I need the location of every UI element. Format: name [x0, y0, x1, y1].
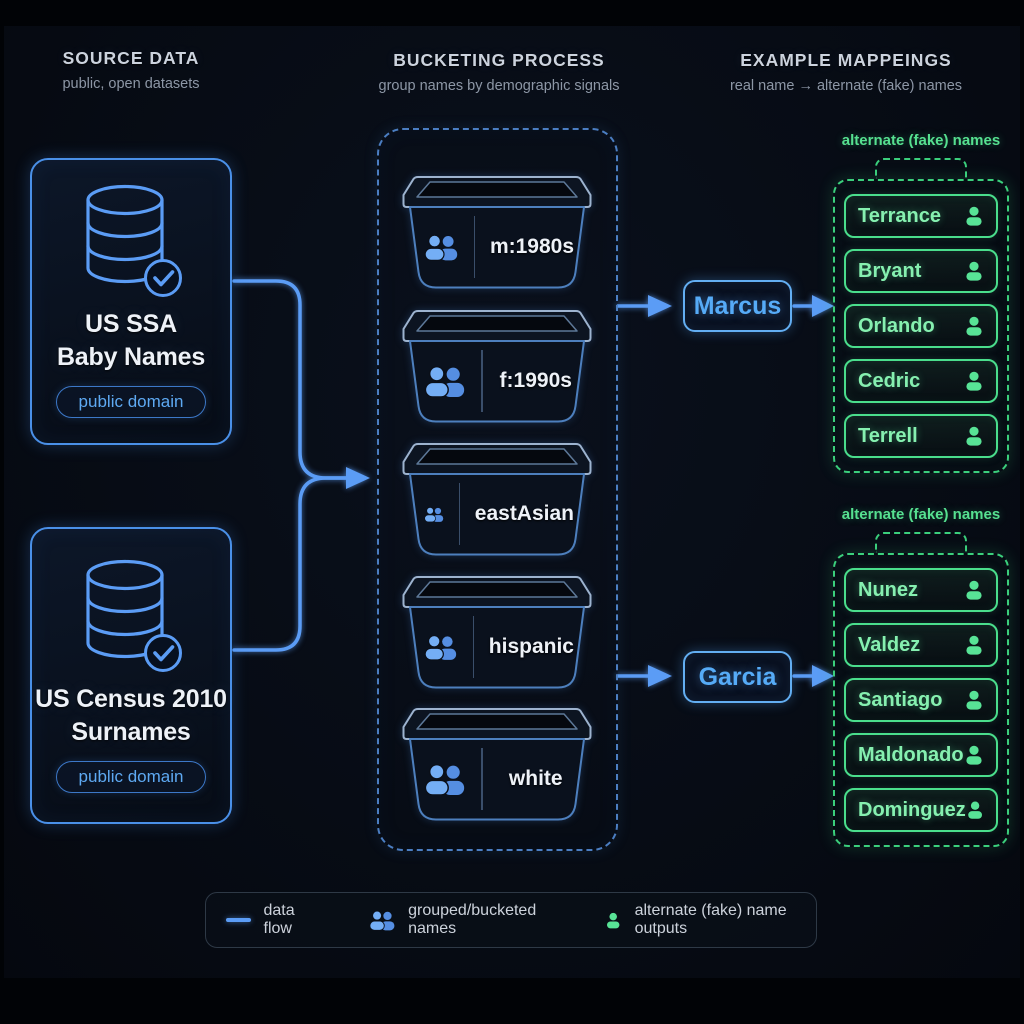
- bucket-content: m:1980s: [424, 216, 574, 278]
- bucket-f1990s: f:1990s: [402, 308, 592, 424]
- fake-name-label: Santiago: [858, 688, 943, 711]
- bucketing-column-header: BUCKETING PROCESS group names by demogra…: [368, 50, 630, 94]
- data-flow-line-icon: [226, 917, 251, 923]
- fake-name-label: Nunez: [858, 578, 918, 601]
- fake-names-dashed-box: Terrance Bryant Orlando Cedric Terrell: [833, 179, 1009, 473]
- real-name-label: Marcus: [693, 291, 782, 320]
- fake-names-group-label: alternate (fake) names: [841, 132, 1001, 149]
- bucket-eastasian: eastAsian: [402, 441, 592, 557]
- bucket-content: eastAsian: [424, 483, 574, 545]
- fake-name-pill: Bryant: [844, 249, 998, 293]
- person-icon: [605, 910, 621, 931]
- fake-name-pill: Dominguez: [844, 788, 998, 832]
- bucket-divider: [459, 483, 460, 545]
- bucket-label: m:1980s: [489, 235, 574, 258]
- fake-names-group-marcus: alternate (fake) names Terrance Bryant O…: [833, 132, 1009, 473]
- legend-label: alternate (fake) name outputs: [634, 902, 787, 937]
- person-icon: [964, 261, 984, 281]
- source-column-title: SOURCE DATA: [62, 48, 200, 68]
- dashed-bracket: [875, 158, 967, 179]
- real-name-label: Garcia: [698, 662, 777, 691]
- person-icon: [964, 635, 984, 655]
- grouped-people-icon: [424, 764, 466, 795]
- mappings-column-header: EXAMPLE MAPPEINGS real name → alternate …: [714, 50, 978, 94]
- fake-names-group-label: alternate (fake) names: [841, 506, 1001, 523]
- bucket-label: eastAsian: [474, 502, 574, 525]
- person-icon: [964, 580, 984, 600]
- fake-names-group-garcia: alternate (fake) names Nunez Valdez Sant…: [833, 506, 1009, 847]
- fake-name-pill: Cedric: [844, 359, 998, 403]
- bucket-content: hispanic: [424, 616, 574, 678]
- real-name-node-marcus: Marcus: [683, 280, 792, 332]
- legend-item-data-flow: data flow: [226, 902, 313, 938]
- source-column-subtitle: public, open datasets: [62, 76, 200, 92]
- grouped-people-icon: [424, 366, 466, 397]
- public-domain-badge: public domain: [55, 761, 207, 793]
- bucketing-column-subtitle: group names by demographic signals: [378, 78, 620, 94]
- bucket-m1980s: m:1980s: [402, 174, 592, 290]
- bucket-label: hispanic: [488, 635, 574, 658]
- source-card-title: US Census 2010 Surnames: [35, 683, 227, 748]
- mappings-column-subtitle: real name → alternate (fake) names: [729, 78, 963, 94]
- bucket-divider: [472, 616, 474, 678]
- fake-name-label: Terrell: [858, 424, 918, 447]
- bucket-hispanic: hispanic: [402, 574, 592, 690]
- grouped-people-icon: [424, 632, 458, 663]
- database-check-icon: [79, 180, 183, 302]
- source-card-title: US SSA Baby Names: [57, 308, 205, 373]
- bucketing-dashed-container: [377, 128, 618, 851]
- bucket-label: white: [508, 767, 563, 790]
- fake-name-label: Dominguez: [858, 798, 966, 821]
- bucket-label: f:1990s: [499, 369, 572, 392]
- grouped-people-icon: [424, 499, 444, 530]
- fake-name-label: Terrance: [858, 204, 942, 227]
- person-icon: [964, 316, 984, 336]
- person-icon: [964, 371, 984, 391]
- source-card-title-line2: Surnames: [71, 717, 191, 746]
- source-card-title-line2: Baby Names: [56, 342, 206, 371]
- legend-item-fake-outputs: alternate (fake) name outputs: [605, 902, 798, 938]
- fake-names-dashed-box: Nunez Valdez Santiago Maldonado Domingue…: [833, 553, 1009, 847]
- fake-name-label: Orlando: [858, 314, 935, 337]
- person-icon: [964, 690, 984, 710]
- bucket-content: white: [424, 748, 574, 810]
- fake-name-label: Maldonado: [858, 743, 964, 766]
- source-card-title-line1: US SSA: [85, 310, 177, 338]
- legend: data flow grouped/bucketed names alterna…: [205, 892, 817, 948]
- fake-name-label: Cedric: [858, 369, 921, 392]
- bucket-divider: [481, 350, 483, 412]
- real-name-node-garcia: Garcia: [683, 651, 792, 703]
- source-card-baby-names: US SSA Baby Names public domain: [30, 158, 232, 445]
- fake-name-pill: Nunez: [844, 568, 998, 612]
- fake-name-pill: Valdez: [844, 623, 998, 667]
- person-icon: [964, 206, 984, 226]
- bucket-divider: [481, 748, 483, 810]
- fake-name-pill: Maldonado: [844, 733, 998, 777]
- fake-name-label: Bryant: [858, 259, 922, 282]
- bucket-content: f:1990s: [424, 350, 574, 412]
- source-card-census-surnames: US Census 2010 Surnames public domain: [30, 527, 232, 824]
- dashed-bracket: [875, 532, 967, 553]
- public-domain-badge: public domain: [55, 386, 207, 418]
- fake-name-pill: Orlando: [844, 304, 998, 348]
- fake-name-pill: Santiago: [844, 678, 998, 722]
- bucket-divider: [473, 216, 475, 278]
- fake-name-pill: Terrell: [844, 414, 998, 458]
- database-check-icon: [79, 555, 183, 677]
- legend-label: data flow: [263, 902, 295, 937]
- legend-label: grouped/bucketed names: [408, 902, 537, 937]
- grouped-people-icon: [369, 908, 396, 933]
- legend-item-grouped-names: grouped/bucketed names: [369, 902, 550, 938]
- source-card-title-line1: US Census 2010: [35, 685, 227, 713]
- bucket-white: white: [402, 706, 592, 822]
- fake-name-pill: Terrance: [844, 194, 998, 238]
- grouped-people-icon: [424, 232, 459, 263]
- person-icon: [964, 745, 984, 765]
- person-icon: [966, 800, 984, 820]
- bucketing-column-title: BUCKETING PROCESS: [393, 50, 605, 70]
- fake-name-label: Valdez: [858, 633, 921, 656]
- person-icon: [964, 426, 984, 446]
- mappings-column-title: EXAMPLE MAPPEINGS: [740, 50, 952, 70]
- source-column-header: SOURCE DATA public, open datasets: [0, 48, 262, 92]
